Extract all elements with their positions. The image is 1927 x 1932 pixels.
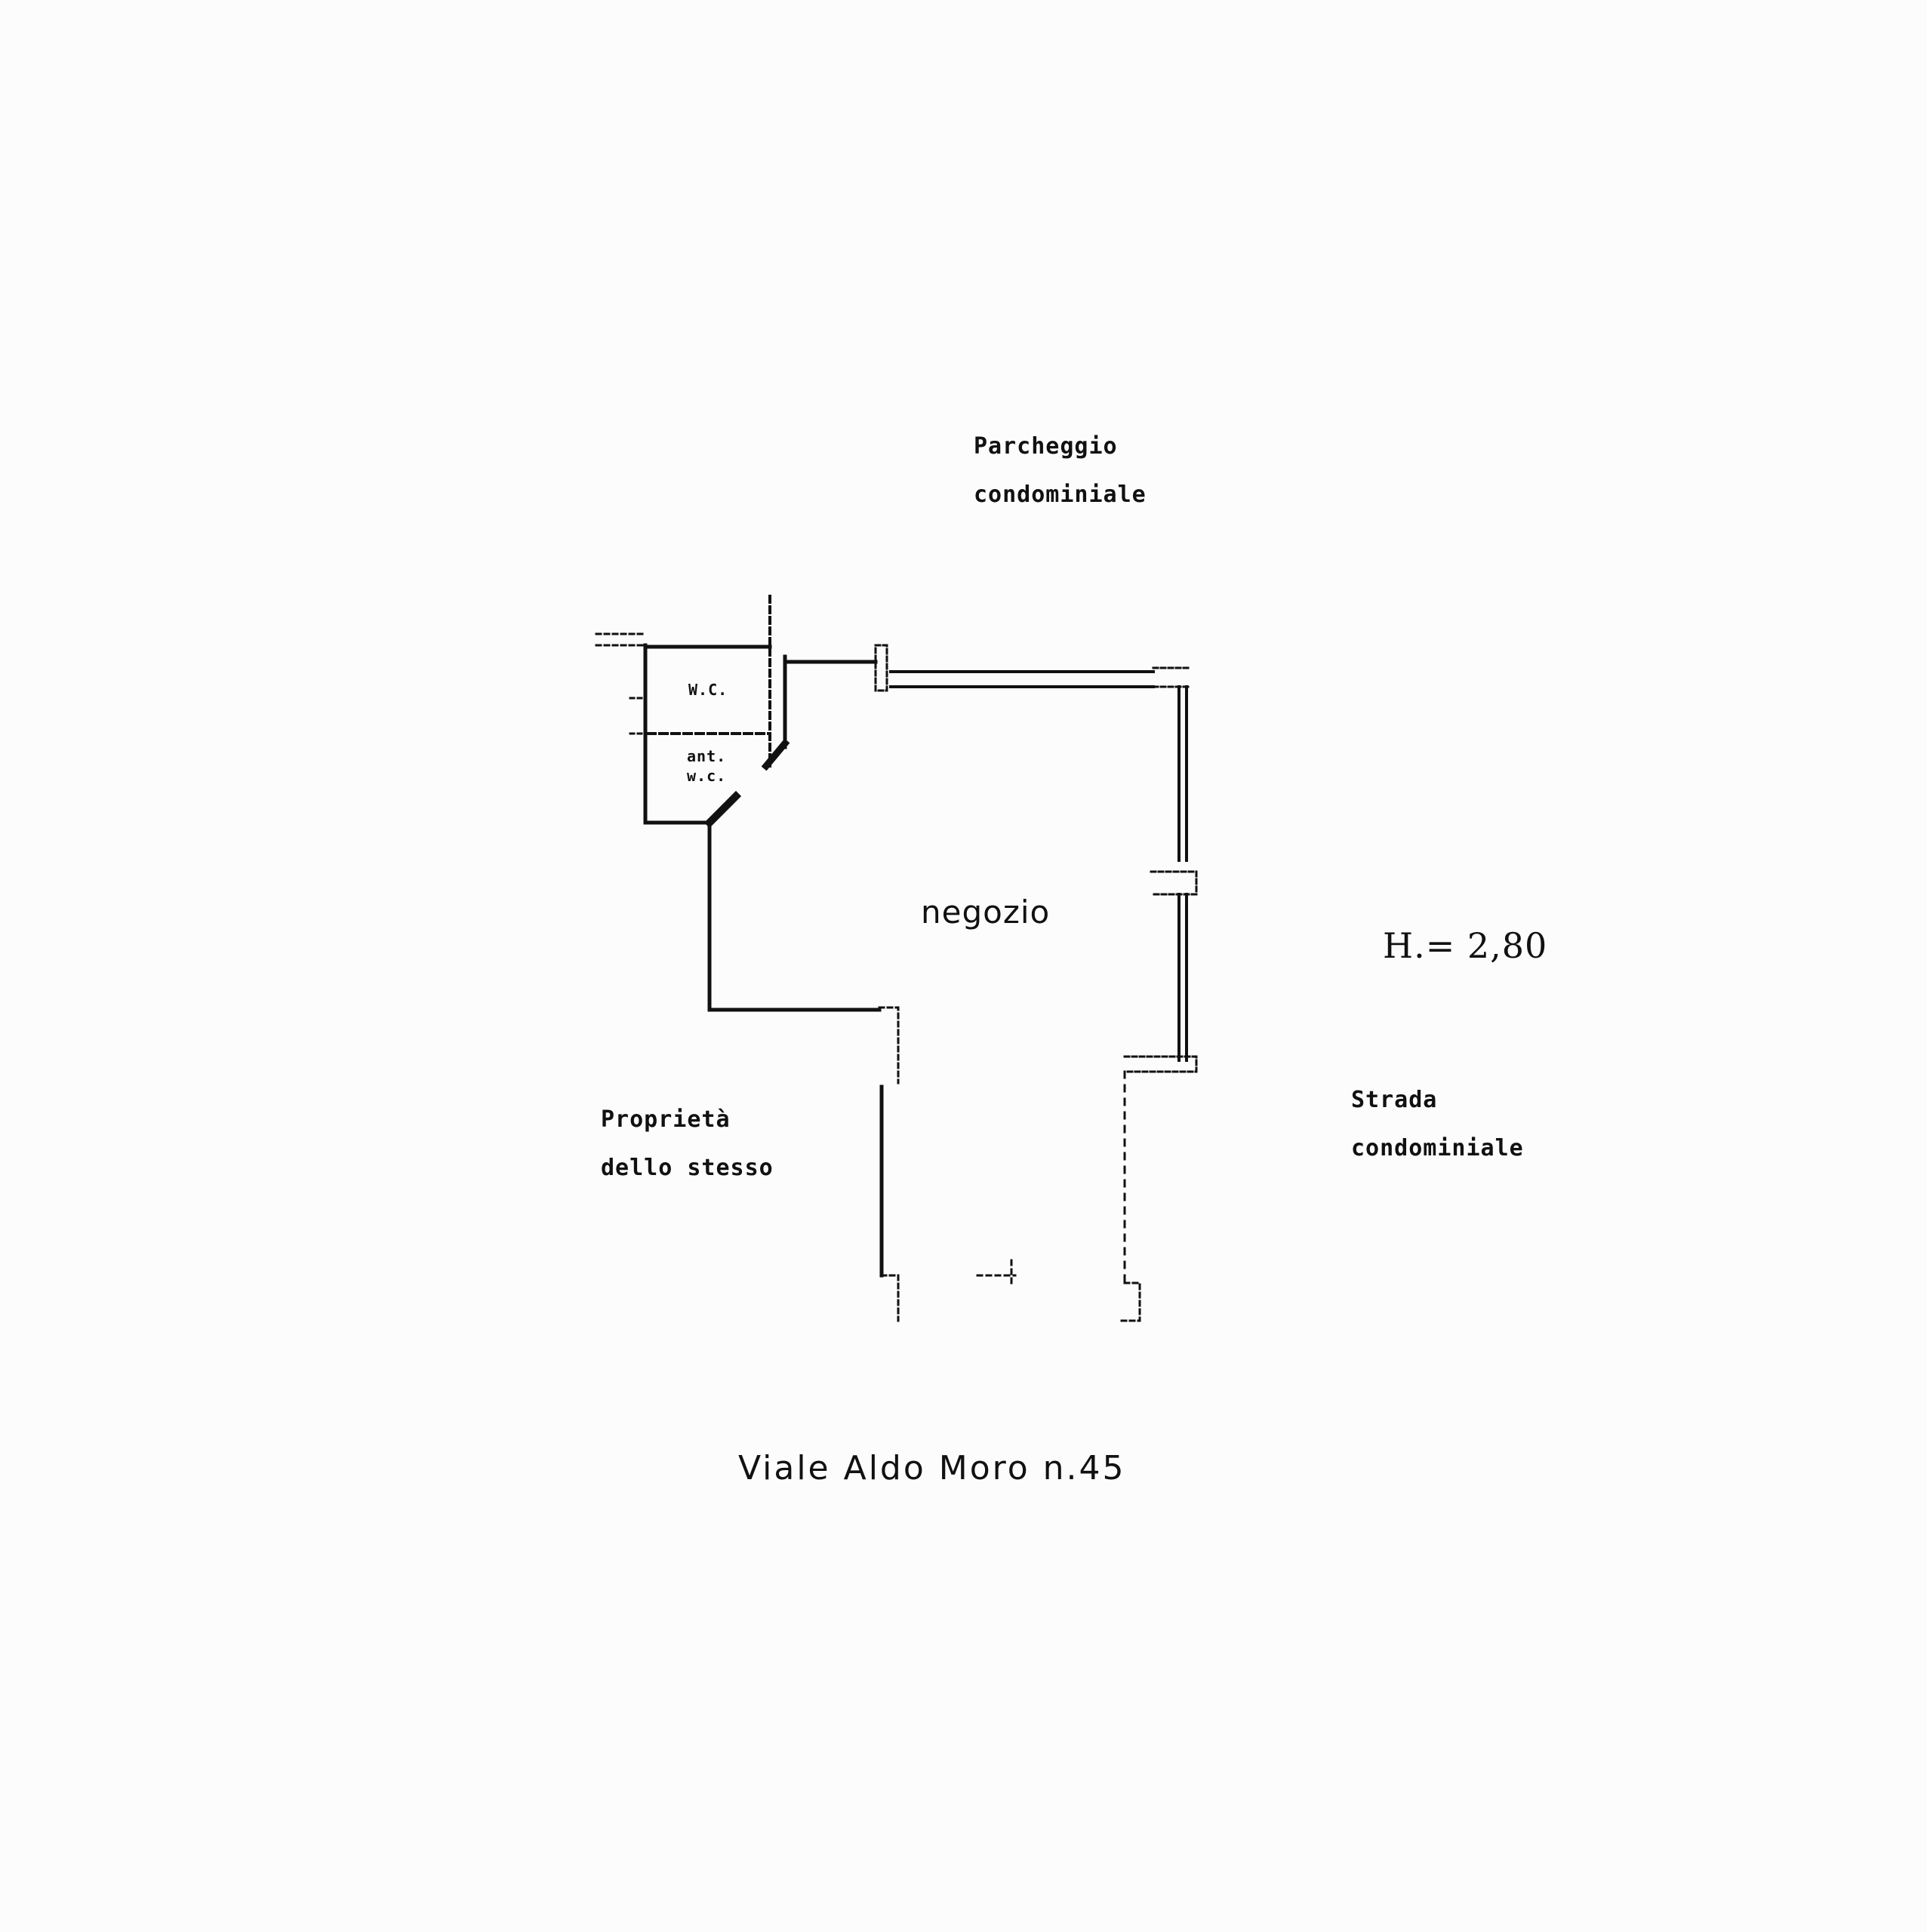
- corridor-left-jamb: [880, 1274, 900, 1322]
- ante-door-leaf: [761, 738, 790, 771]
- shop-top-jamb-left: [874, 644, 888, 692]
- shop-room-label: negozio: [921, 894, 1051, 931]
- shop-right-jamb: [1150, 870, 1198, 896]
- antewc-label-line2: w.c.: [687, 767, 727, 785]
- wc-label: W.C.: [688, 681, 728, 699]
- shop-right-bottom-jamb: [1123, 1055, 1198, 1073]
- ante-door-diagonal: [703, 790, 742, 829]
- parking-label-line2: condominiale: [974, 481, 1147, 508]
- entrance-mark: [976, 1259, 1017, 1284]
- wc-top-wall-dashed: [595, 632, 647, 647]
- shop-right-wall-lower: [1177, 893, 1188, 1062]
- road-label-line1: Strada: [1351, 1087, 1438, 1113]
- antewc-label-line1: ant.: [687, 747, 727, 765]
- wc-outer-wall: [643, 643, 712, 825]
- ceiling-height-label: H.= 2,80: [1383, 925, 1548, 966]
- property-label-line2: dello stesso: [601, 1155, 774, 1181]
- parking-label-line1: Parcheggio: [974, 433, 1118, 460]
- shop-top-right-corner: [1152, 666, 1193, 688]
- shop-right-wall-double: [1177, 685, 1188, 862]
- shop-left-wall: [707, 824, 882, 1012]
- shop-left-jamb: [878, 1006, 900, 1084]
- shop-top-wall-double: [889, 670, 1155, 688]
- wc-partition-dash: [629, 697, 647, 735]
- road-label-line2: condominiale: [1351, 1135, 1524, 1161]
- corridor-right-jamb: [1119, 1281, 1141, 1322]
- property-label-line1: Proprietà: [601, 1106, 731, 1133]
- address-label: Viale Aldo Moro n.45: [738, 1449, 1126, 1487]
